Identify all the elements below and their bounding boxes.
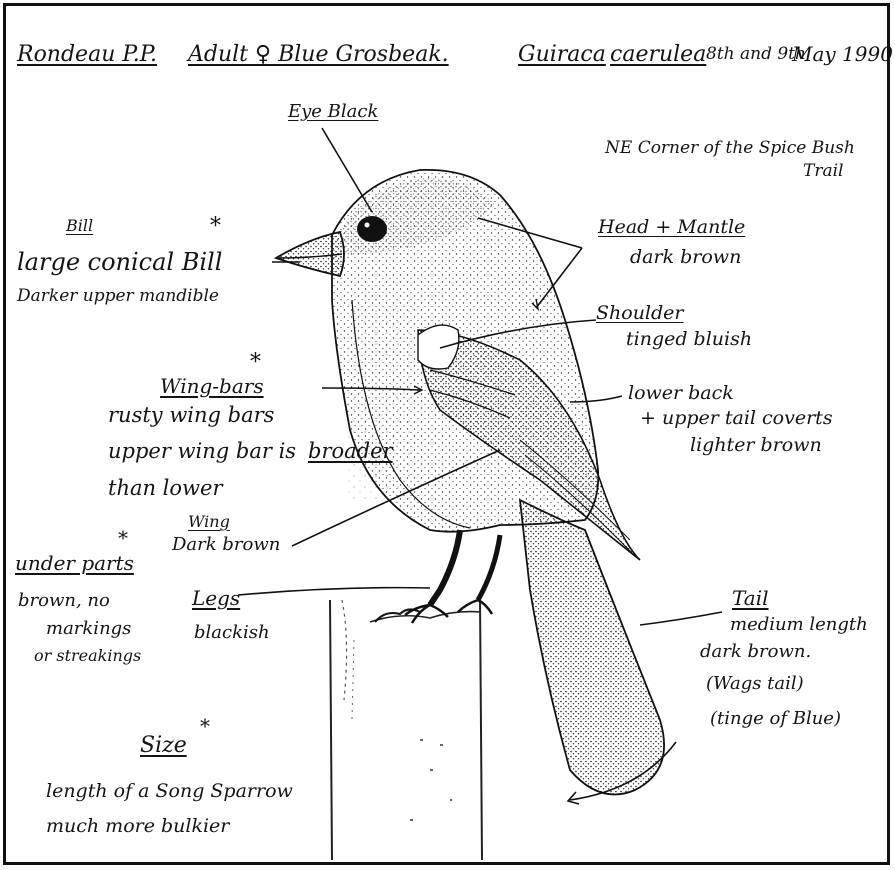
- eye: [357, 216, 387, 242]
- perch-post: [330, 598, 482, 860]
- legs-line1: blackish: [194, 624, 270, 642]
- shoulder-heading: Shoulder: [596, 304, 684, 323]
- size-star: *: [200, 716, 210, 736]
- legs-leader: [238, 588, 430, 595]
- wing-heading: Wing: [188, 514, 230, 530]
- scientific-species: caerulea: [610, 44, 706, 66]
- wingbars-star: *: [250, 352, 261, 374]
- tail: [520, 500, 664, 795]
- head-mantle-line1: dark brown: [630, 248, 741, 267]
- bill-line2: Darker upper mandible: [17, 288, 219, 305]
- tail-line3: (Wags tail): [706, 675, 804, 693]
- lower-back-line2: + upper tail coverts: [640, 409, 833, 428]
- legs: [375, 530, 500, 623]
- bill-heading: Bill: [66, 218, 93, 234]
- tail-line4: (tinge of Blue): [710, 710, 841, 728]
- under-parts-heading: under parts: [15, 553, 134, 573]
- lower-back-line1: lower back: [628, 384, 734, 403]
- under-parts-line3: or streakings: [34, 648, 141, 664]
- specimen-title: Adult ♀ Blue Grosbeak.: [188, 44, 449, 66]
- size-line1: length of a Song Sparrow: [46, 782, 293, 801]
- under-parts-line1: brown, no: [18, 592, 110, 610]
- date-days: 8th and 9th: [706, 46, 806, 63]
- size-heading: Size: [140, 735, 187, 757]
- wingbars-line3: than lower: [108, 478, 223, 499]
- bill-line1: large conical Bill: [17, 250, 222, 274]
- lower-back-line3: lighter brown: [690, 436, 822, 455]
- wing-line1: Dark brown: [172, 536, 280, 554]
- wingbars-heading: Wing-bars: [160, 376, 264, 396]
- location-label: Rondeau P.P.: [17, 44, 157, 66]
- eye-leader: [322, 128, 372, 212]
- shoulder-line1: tinged bluish: [626, 330, 752, 349]
- wingbars-line2a: upper wing bar is: [108, 441, 296, 462]
- tail-line2: dark brown.: [700, 643, 811, 661]
- site-note-line2: Trail: [803, 163, 843, 180]
- size-line2: much more bulkier: [46, 817, 229, 836]
- scientific-genus: Guiraca: [518, 44, 606, 66]
- wingbars-line2b: broader: [308, 441, 393, 462]
- tail-heading: Tail: [732, 588, 769, 608]
- under-parts-line2: markings: [46, 620, 131, 638]
- date-month-year: May 1990: [792, 44, 893, 64]
- bill-star: *: [210, 216, 221, 238]
- tail-leader: [640, 612, 722, 625]
- legs-heading: Legs: [192, 588, 240, 608]
- under-parts-star: *: [118, 528, 128, 548]
- head-mantle-heading: Head + Mantle: [598, 218, 745, 237]
- bill: [276, 232, 344, 276]
- wingbars-line1: rusty wing bars: [108, 405, 274, 426]
- eye-label: Eye Black: [288, 103, 378, 121]
- tail-line1: medium length: [730, 616, 868, 634]
- site-note-line1: NE Corner of the Spice Bush: [605, 140, 855, 157]
